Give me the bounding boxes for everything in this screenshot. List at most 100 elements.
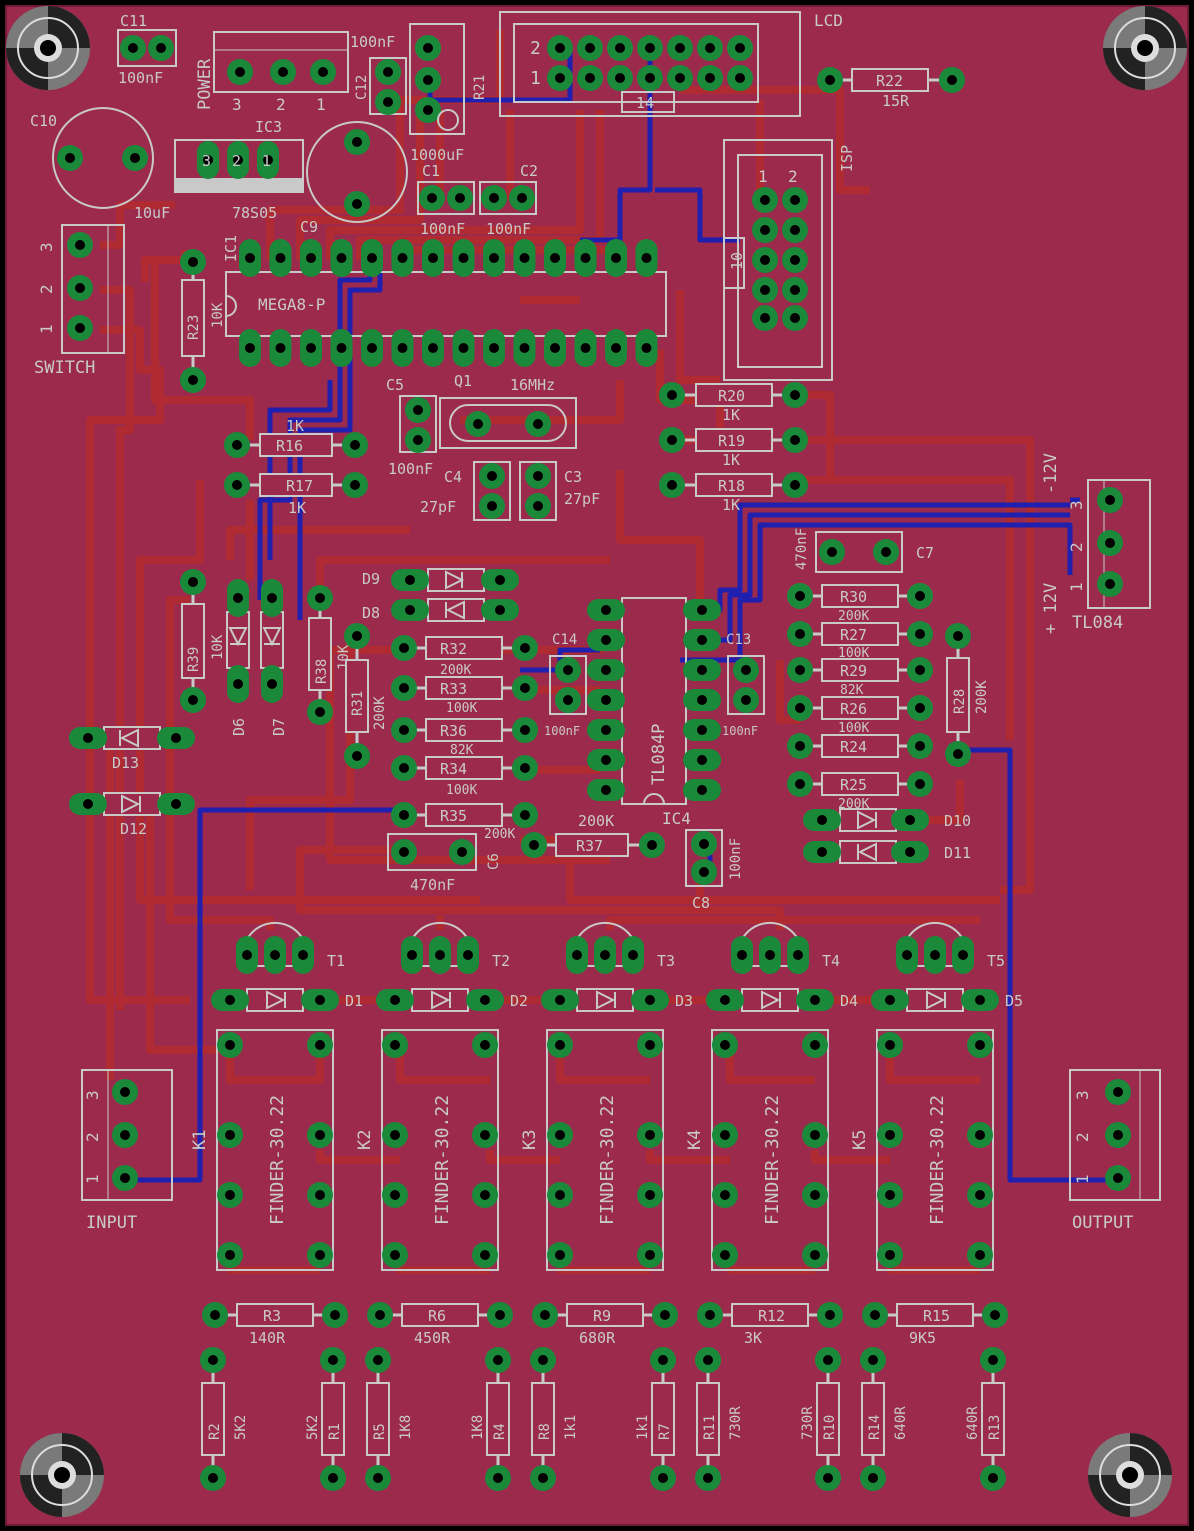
svg-text:14: 14 [636,94,654,112]
resistor-r28: R28 200K [945,623,990,767]
resistor-value: 140R [249,1329,286,1347]
svg-text:100nF: 100nF [728,838,744,880]
svg-text:INPUT: INPUT [86,1213,137,1233]
svg-text:3: 3 [37,242,56,252]
svg-text:2: 2 [788,167,798,186]
capacitor-c13: C13 100nF [722,632,765,738]
svg-text:100nF: 100nF [420,220,465,238]
diode-d10: D10 [803,808,971,832]
svg-text:R18: R18 [718,477,745,495]
svg-text:200K: 200K [440,663,471,678]
diode-label: D3 [675,992,693,1010]
power-connector: 3 2 1 POWER [195,31,349,114]
svg-text:200K: 200K [484,827,515,842]
svg-text:200K: 200K [974,680,990,714]
svg-text:R25: R25 [840,776,867,794]
resistor-r27: R27 100K [787,621,933,661]
svg-text:1: 1 [316,95,326,114]
resistor-label: R13 [987,1415,1003,1440]
transistor-label: T4 [822,952,840,970]
svg-text:D13: D13 [112,754,139,772]
shunt-resistor-right: R13 640R [965,1347,1006,1491]
regulator-ic3: 3 2 1 IC3 78S05 [174,118,304,222]
resistor-label: R5 [372,1423,388,1440]
resistor-r37: R37 200K [521,812,665,858]
switch-connector: 3 2 1 SWITCH [34,224,125,378]
resistor-label: R12 [758,1307,785,1325]
capacitor-c14: C14 100nF [544,632,587,738]
diode: D4 [706,988,858,1012]
svg-text:R26: R26 [840,700,867,718]
transistor: T2 [401,921,510,974]
svg-text:1K: 1K [722,406,740,424]
svg-text:C9: C9 [300,218,318,236]
svg-text:16MHz: 16MHz [510,376,555,394]
resistor-value: 640R [965,1406,981,1440]
diode-d6: D6 [226,579,250,736]
resistor-value: 5K2 [305,1415,321,1440]
capacitor-c3: C3 27pF [519,461,600,521]
svg-text:3: 3 [232,95,242,114]
resistor-value: 1k1 [635,1415,651,1440]
resistor-r34: R34 100K [391,755,538,798]
svg-text:LCD: LCD [814,11,843,30]
svg-text:100K: 100K [446,701,477,716]
svg-text:2: 2 [83,1132,102,1142]
svg-text:2: 2 [276,95,286,114]
svg-text:R28: R28 [952,689,968,714]
relay-value: FINDER-30.22 [762,1095,783,1225]
svg-text:D11: D11 [944,844,971,862]
transistor: T4 [731,921,840,974]
svg-text:OUTPUT: OUTPUT [1072,1213,1133,1233]
svg-text:IC4: IC4 [662,809,691,828]
svg-text:1K: 1K [288,499,306,517]
svg-text:2: 2 [1067,542,1086,552]
svg-text:1K: 1K [722,451,740,469]
svg-text:TL084P: TL084P [649,724,669,785]
relay-label: K2 [355,1130,375,1150]
svg-text:100nF: 100nF [486,220,531,238]
svg-text:C12: C12 [354,75,370,100]
svg-text:R34: R34 [440,760,467,778]
resistor-r25: R25 [787,771,933,797]
resistor-label: R3 [263,1307,281,1325]
transistor-label: T3 [657,952,675,970]
capacitor-c11: C11 100nF [117,12,177,87]
svg-text:10: 10 [728,252,746,270]
svg-text:R17: R17 [286,477,313,495]
svg-text:C7: C7 [916,544,934,562]
svg-text:100nF: 100nF [544,724,580,738]
capacitor-c2: C2 100nF [479,162,538,238]
mounting-hole-icon [1087,1432,1173,1518]
svg-text:200K: 200K [578,812,614,830]
resistor-value: 1K8 [398,1415,414,1440]
capacitor-c8: C8 100nF [685,829,744,912]
capacitor-c12: C12 100nF [350,33,407,115]
svg-text:R16: R16 [276,437,303,455]
svg-text:3: 3 [1073,1090,1092,1100]
diode: D3 [541,988,693,1012]
svg-text:-12V: -12V [1041,453,1061,494]
resistor-label: R8 [537,1423,553,1440]
resistor-value: 680R [579,1329,616,1347]
svg-text:27pF: 27pF [420,498,456,516]
svg-text:IC1: IC1 [222,235,240,262]
svg-text:R35: R35 [440,807,467,825]
svg-text:2: 2 [232,152,241,170]
svg-text:D6: D6 [230,718,248,736]
svg-text:10K: 10K [210,634,226,660]
svg-text:POWER: POWER [195,58,215,110]
svg-text:15R: 15R [882,92,910,110]
svg-text:R23: R23 [186,315,202,340]
svg-text:D9: D9 [362,570,380,588]
capacitor-c4: C4 27pF [420,461,511,521]
resistor-label: R11 [702,1415,718,1440]
